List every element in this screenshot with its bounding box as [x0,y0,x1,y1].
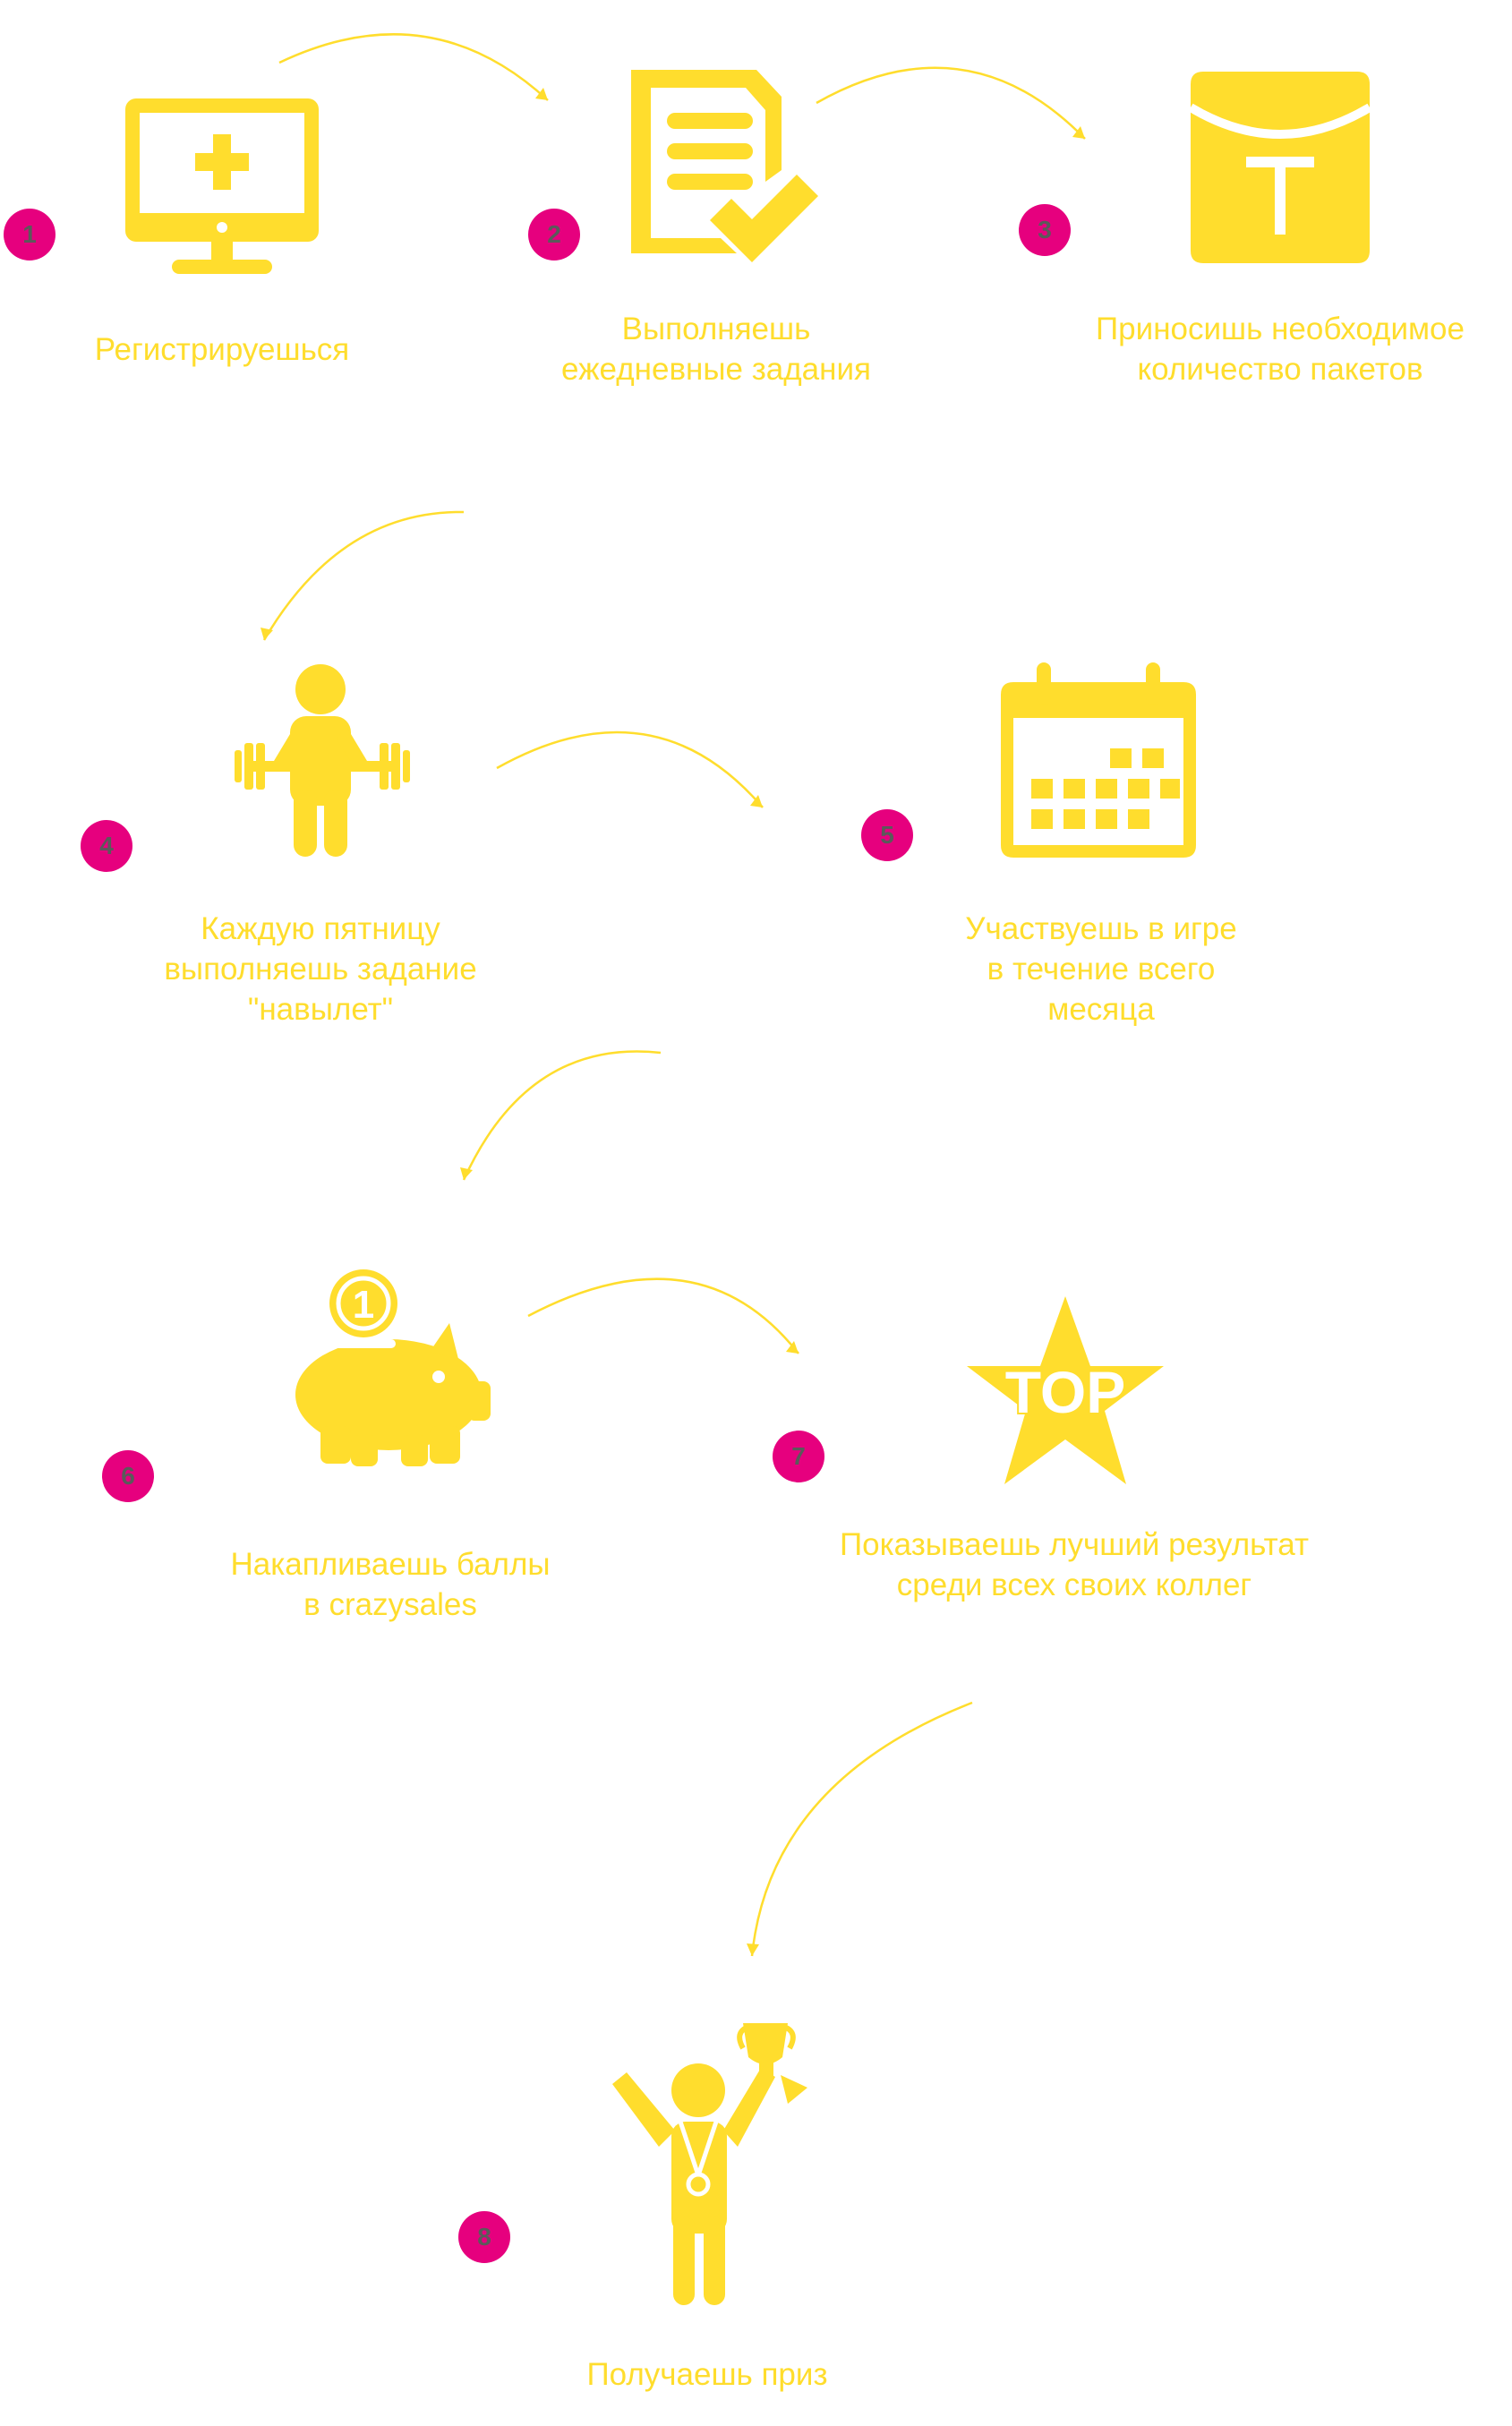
arrowhead-4 [750,795,763,807]
step-label-5: Участвуешь в игре в течение всего месяца [965,911,1237,1027]
weightlifter-icon [235,664,410,857]
step-label-4: Каждую пятницу выполняешь задание "навыл… [164,911,477,1027]
piggy-bank-coin-icon: 1 [295,1269,491,1466]
coin-digit-icon: 1 [353,1283,374,1327]
arrowhead-5 [460,1167,473,1180]
arrow-6-to-7 [527,1277,799,1354]
arrowhead-7 [747,1943,759,1956]
step-label-1: Регистрируешься [94,332,350,367]
arrowhead-6 [786,1341,799,1354]
step-badge-3: 3 [1019,204,1071,256]
package-envelope-icon [1191,72,1370,263]
monitor-plus-icon [125,98,319,274]
arrowhead-3 [261,628,273,640]
step-badge-8: 8 [458,2211,510,2263]
arrow-2-to-3 [816,66,1086,140]
step-label-2: Выполняешь ежедневные задания [561,312,871,387]
step-label-8: Получаешь приз [586,2357,828,2392]
step-label-3: Приносишь необходимое количество пакетов [1096,312,1465,387]
winner-trophy-icon [612,2023,807,2305]
calendar-icon [1001,662,1196,858]
checklist-document-icon [631,70,818,262]
arrow-5-to-6 [462,1050,662,1181]
arrowhead-2 [1072,126,1085,139]
step-badge-1: 1 [4,209,56,261]
step-badge-2: 2 [528,209,580,261]
step-badge-6: 6 [102,1450,154,1502]
arrow-7-to-8 [750,1701,973,1957]
arrowhead-1 [535,88,548,100]
arrow-1-to-2 [278,33,549,101]
arrow-4-to-5 [496,730,764,808]
svg-text:TOP: TOP [1005,1359,1125,1425]
step-badge-4: 4 [81,820,132,872]
step-badge-5: 5 [861,809,913,861]
top-star-icon: TOP [967,1296,1164,1484]
step-badge-7: 7 [773,1431,824,1482]
step-label-6: Накапливаешь баллы в crazysales [230,1547,551,1622]
step-label-7: Показываешь лучший результат среди всех … [839,1527,1310,1602]
arrow-3-to-4 [262,510,465,641]
